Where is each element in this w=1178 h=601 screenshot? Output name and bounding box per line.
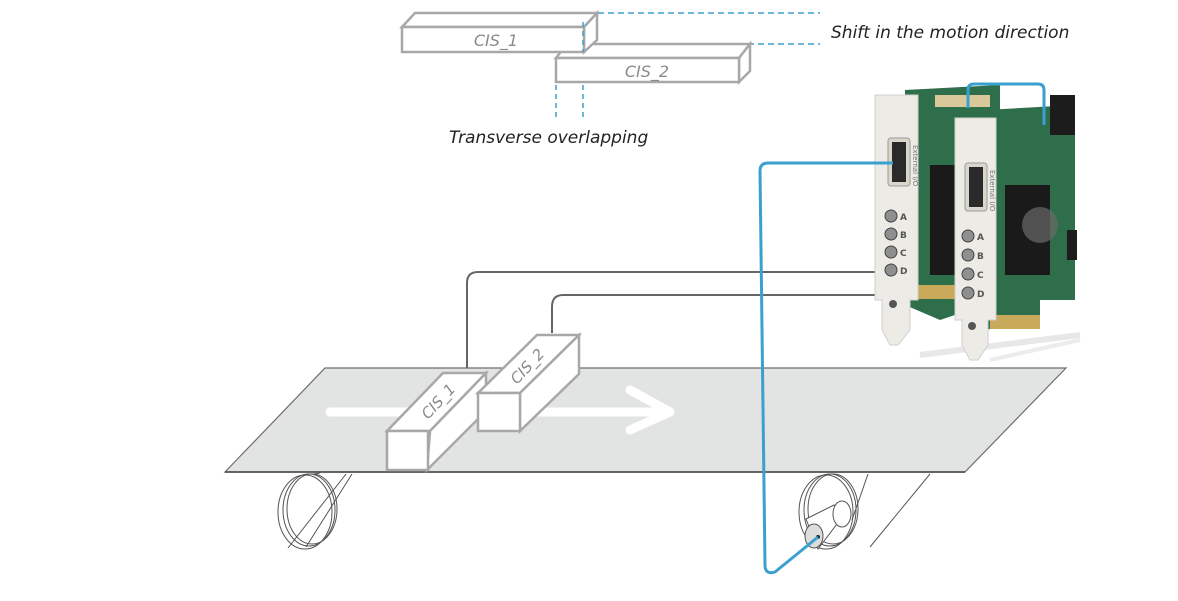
shift-direction-label: Shift in the motion direction (831, 23, 1069, 43)
top-cis-1-label: CIS_1 (474, 31, 518, 51)
card-2-connector-a: A (977, 233, 984, 243)
top-sensor-cis-1: CIS_1 (399, 9, 600, 55)
card-1-connector-b: B (900, 231, 907, 241)
transverse-overlap-label: Transverse overlapping (449, 128, 648, 148)
top-cis-2-label: CIS_2 (625, 62, 669, 82)
card-sync-cable (966, 82, 1046, 125)
roller-right (798, 473, 931, 550)
card-2-connector-d: D (977, 290, 984, 300)
frame-grabber-card-2: A B C D External I/O (954, 95, 1077, 361)
frame-grabber-cards: A B C D External I/O A B C D Ext (874, 82, 1081, 362)
roller-left (277, 472, 353, 550)
top-view-schematic: CIS_2 CIS_1 Shift in the motion directio… (399, 9, 1069, 148)
card-2-panel-text: External I/O (988, 170, 996, 212)
card-2-connector-c: C (977, 271, 984, 281)
card-1-connector-a: A (900, 213, 907, 223)
signal-cable-cis-2 (551, 294, 965, 333)
sensor-cis-2: CIS_2 (474, 332, 583, 434)
card-2-connector-b: B (977, 252, 984, 262)
signal-cable-cis-1 (466, 271, 885, 368)
card-1-connector-c: C (900, 249, 907, 259)
sensor-cis-1: CIS_1 (384, 369, 489, 474)
card-1-connector-d: D (900, 267, 907, 277)
top-sensor-cis-2: CIS_2 (553, 40, 753, 86)
encoder-cable (758, 161, 893, 575)
card-1-panel-text: External I/O (911, 145, 919, 187)
